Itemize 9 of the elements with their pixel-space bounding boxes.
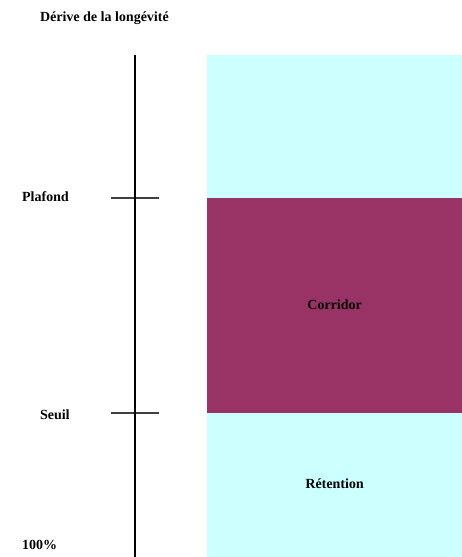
band-label: Corridor xyxy=(307,298,362,314)
axis-label: Seuil xyxy=(40,408,70,424)
axis-label: 100% xyxy=(22,538,57,554)
axis-label: Plafond xyxy=(22,190,69,206)
empty-band xyxy=(207,55,462,198)
diagram-title: Dérive de la longévité xyxy=(40,10,169,26)
band xyxy=(207,198,462,413)
band-label: Rétention xyxy=(305,477,364,493)
band xyxy=(207,413,462,557)
